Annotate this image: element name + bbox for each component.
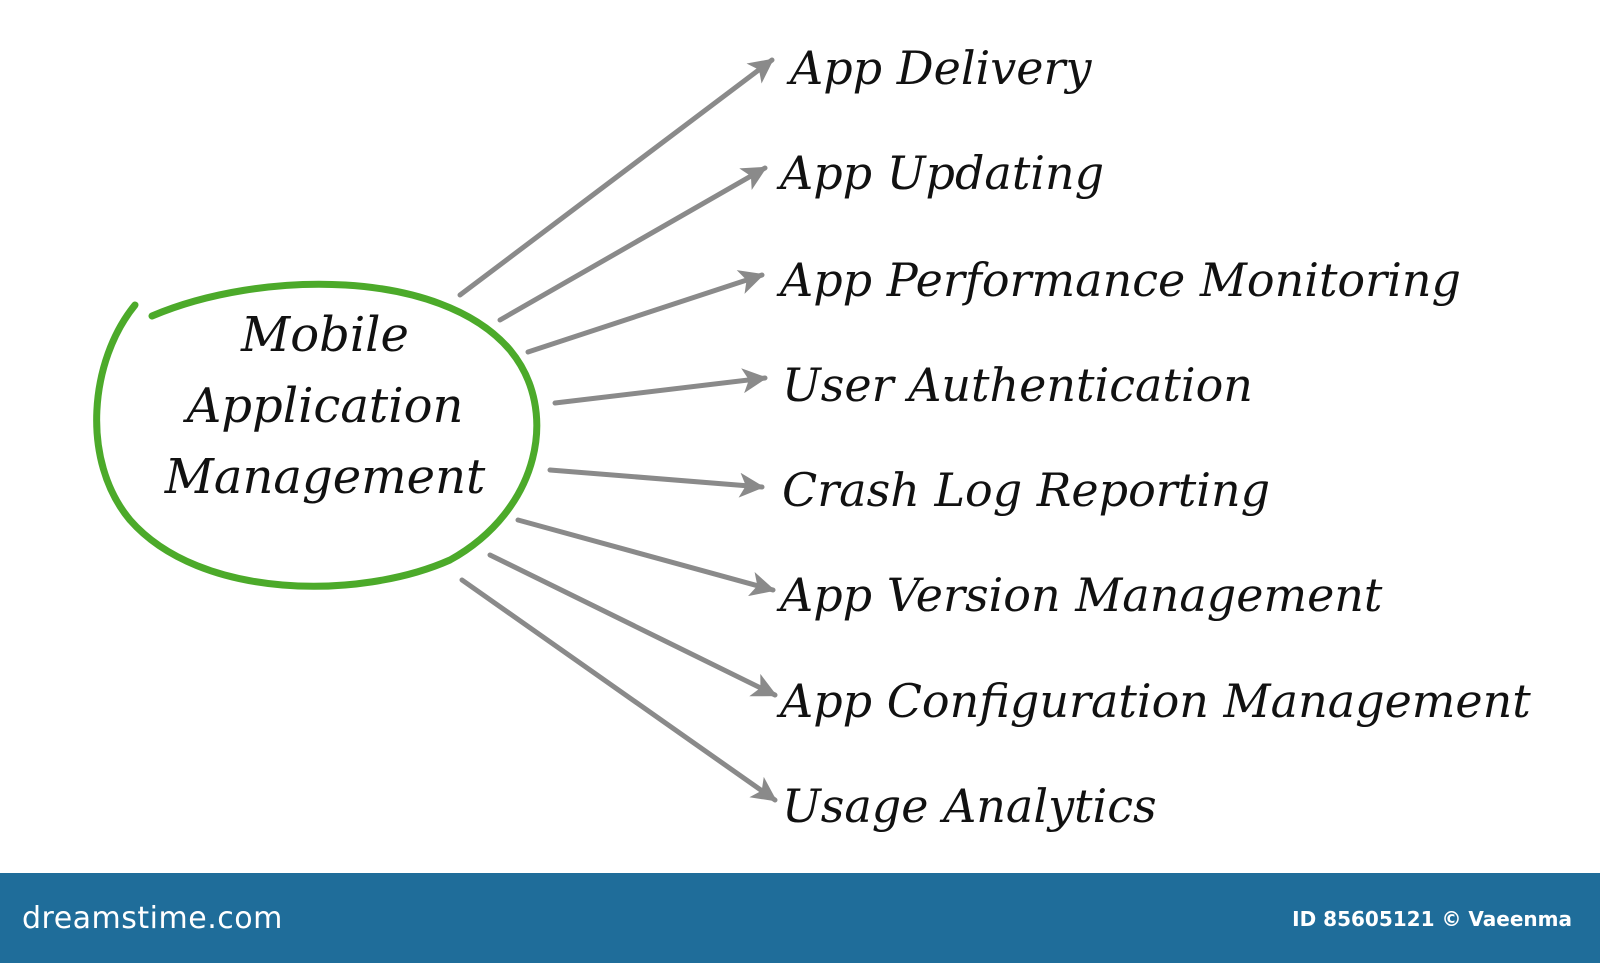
item-usage-analytics: Usage Analytics [782,779,1157,833]
footer-bar: dreamstime.com ID 85605121 © Vaeenma [0,873,1600,963]
arrow-1 [457,57,775,298]
arrow-4 [552,368,768,406]
footer-brand: dreamstime.com [22,901,283,936]
item-user-authentication: User Authentication [782,358,1253,412]
item-app-delivery: App Delivery [790,41,1092,95]
center-label-line-1: Mobile [241,307,409,363]
diagram-graphics [93,57,778,803]
item-app-updating: App Updating [780,146,1105,200]
center-ellipse [93,280,541,590]
arrow-2 [497,165,768,323]
arrow-6 [515,517,776,597]
item-crash-log-reporting: Crash Log Reporting [782,463,1271,517]
arrow-5 [547,467,765,498]
item-app-configuration-management: App Configuration Management [780,674,1531,728]
center-label: Mobile Application Management [130,300,520,513]
center-label-line-2: Application [186,378,464,435]
arrow-3 [525,270,765,355]
footer-credit: ID 85605121 © Vaeenma [1292,907,1572,931]
arrow-group [457,57,778,803]
center-label-line-3: Management [164,449,486,506]
arrow-7 [487,552,778,698]
arrow-8 [459,577,778,803]
item-app-performance-monitoring: App Performance Monitoring [780,253,1461,307]
item-app-version-management: App Version Management [780,568,1383,622]
